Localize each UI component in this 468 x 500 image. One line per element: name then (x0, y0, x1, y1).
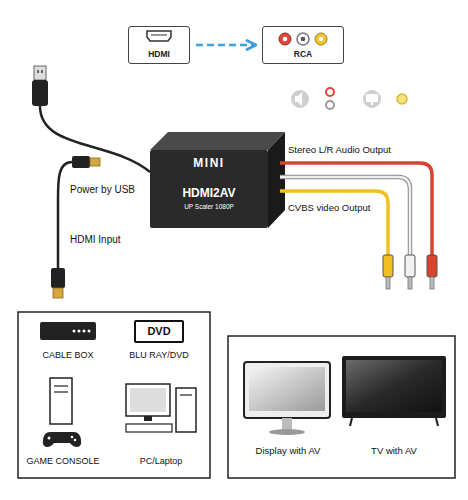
dvd-logo: DVD (134, 320, 184, 343)
cable-label: HDMI Input (70, 234, 121, 246)
pc-tower-slot (180, 394, 192, 395)
white-audio-cable-outline (280, 177, 410, 255)
converter-box: MINI HDMI2AV UP Scaler 1080P (150, 150, 268, 228)
node-text: HDMI (148, 50, 170, 60)
tv-leg (436, 418, 438, 426)
rca-yellow-jack (315, 33, 327, 45)
tv-icon (342, 356, 446, 418)
hdmi-plug-tip (53, 288, 63, 298)
monitor-stand (282, 418, 292, 430)
usb-cable (40, 106, 150, 172)
pc-monitor-icon (126, 384, 170, 416)
output-label: CVBS video Output (288, 203, 370, 214)
tv-leg (350, 418, 352, 426)
device-caption: TV with AV (371, 446, 417, 457)
speaker-icon (295, 92, 302, 106)
pc-screen (130, 388, 166, 412)
monitor-icon (244, 362, 330, 418)
red-rca-plug (427, 255, 437, 277)
cable-box-light (83, 330, 86, 333)
converter-side-face (268, 132, 285, 228)
device-caption: CABLE BOX (42, 350, 93, 360)
device-caption: BLU RAY/DVD (129, 350, 188, 360)
console-slot (54, 385, 68, 386)
converter-top-face (150, 132, 285, 150)
direction-arrow (196, 44, 256, 47)
monitor-icon-stand (371, 102, 373, 105)
hdmi-plug-body (51, 268, 65, 288)
video-yellow-dot (397, 94, 407, 104)
hdmi-symbol (147, 31, 171, 41)
rca-plug-tip (386, 277, 390, 289)
device-caption: GAME CONSOLE (26, 456, 99, 466)
rca-red-jack-center (283, 37, 288, 42)
monitor-icon-ground (363, 90, 381, 108)
red-audio-cable (280, 163, 432, 255)
white-rca-plug (405, 255, 415, 277)
node-text: MINI (193, 157, 224, 171)
node-text: RCA (294, 50, 312, 60)
device-caption: PC/Laptop (140, 456, 183, 466)
pc-keyboard (126, 424, 172, 432)
gamepad-icon (43, 432, 81, 447)
console-tower-icon (50, 378, 72, 424)
cable-box-light (78, 330, 81, 333)
device-caption: Display with AV (256, 446, 321, 457)
node-text: DVD (147, 325, 170, 338)
pc-tower (176, 388, 196, 432)
cable-box-light (73, 330, 76, 333)
rca-white-jack-center (301, 37, 306, 42)
pc-stand (144, 416, 152, 421)
monitor-screen (249, 367, 325, 411)
rca-red-jack (279, 33, 291, 45)
rca-white-jack (297, 33, 309, 45)
monitor-base (269, 429, 305, 435)
monitor-icon (366, 94, 378, 102)
connector-type-box: HDMI (128, 26, 190, 64)
cable-label: Power by USB (70, 184, 135, 196)
cable-box-light (88, 330, 91, 333)
yellow-video-cable (280, 191, 388, 255)
output-label: Stereo L/R Audio Output (288, 145, 391, 156)
cable-box-icon (40, 322, 96, 340)
hdmi-cable (58, 162, 72, 268)
usb-plug-hole (37, 70, 39, 73)
gamepad-button (74, 439, 77, 442)
connector-type-box: RCA (262, 26, 344, 64)
gamepad-button (48, 437, 51, 440)
usb-plug-body (32, 80, 48, 106)
audio-white-dot (326, 101, 334, 109)
speaker-icon-ground (291, 90, 309, 108)
audio-red-dot (326, 88, 334, 96)
display-panel (228, 336, 455, 478)
rca-plug-tip (408, 277, 412, 289)
white-audio-cable (280, 177, 410, 255)
hdmi-symbol-pins (151, 35, 167, 36)
node-text: HDMI2AV (182, 187, 235, 201)
yellow-rca-plug (383, 255, 393, 277)
console-slot (54, 391, 68, 392)
node-text: UP Scaler 1080P (184, 203, 234, 210)
rca-plug-tip (430, 277, 434, 289)
usb-plug-tip (34, 66, 46, 80)
hdmi-plug-body (72, 156, 90, 168)
hdmi-plug-tip (90, 158, 100, 166)
tv-screen (346, 360, 442, 412)
gamepad-button (71, 436, 74, 439)
source-panel (18, 312, 210, 478)
rca-yellow-jack-center (319, 37, 324, 42)
usb-plug-hole (41, 70, 43, 73)
